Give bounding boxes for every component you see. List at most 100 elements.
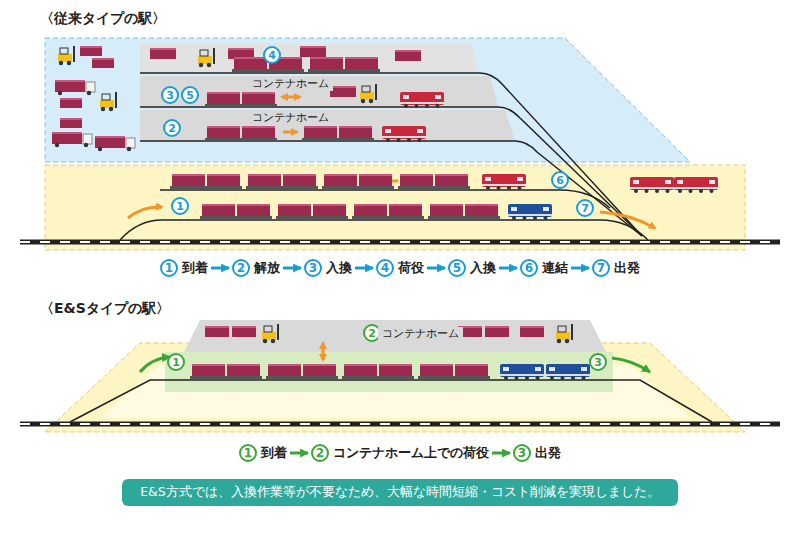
container-stripe <box>227 364 260 366</box>
wheel <box>544 216 548 220</box>
step-number: 3 <box>304 259 322 277</box>
container <box>465 204 498 216</box>
container <box>313 204 346 216</box>
flat-car <box>302 138 374 141</box>
process-step: 7出発 <box>592 259 640 277</box>
wheel <box>507 186 511 190</box>
container <box>248 174 281 186</box>
container <box>395 50 421 61</box>
container-stripe <box>455 364 488 366</box>
flat-car <box>170 186 242 189</box>
truck-cab <box>126 138 135 148</box>
container <box>207 174 240 186</box>
container-stripe <box>228 48 254 50</box>
wheel <box>699 189 703 193</box>
locomotive-stripe <box>500 374 544 376</box>
container <box>283 174 316 186</box>
container <box>92 58 114 68</box>
storage-platform <box>140 44 478 73</box>
step-label: 出発 <box>614 259 640 277</box>
flat-car <box>418 376 490 379</box>
wheel <box>55 143 59 147</box>
locomotive-stripe <box>674 187 718 189</box>
flow-arrow <box>355 267 373 270</box>
flat-car <box>322 186 394 189</box>
forklift-cage <box>558 326 566 332</box>
locomotive <box>482 174 526 187</box>
container <box>310 57 343 69</box>
flat-car <box>276 216 348 219</box>
forklift-cage <box>102 94 110 100</box>
locomotive-window <box>403 95 409 99</box>
container <box>234 57 267 69</box>
flat-car <box>205 104 277 107</box>
container-stripe <box>310 57 343 59</box>
container-stripe <box>345 57 378 59</box>
container-stripe <box>283 174 316 176</box>
callout-number: 6 <box>551 171 569 189</box>
flat-car <box>308 69 380 72</box>
container-stripe <box>339 126 372 128</box>
process-step: 2解放 <box>232 259 280 277</box>
container <box>150 48 176 59</box>
locomotive-stripe <box>546 374 590 376</box>
container-stripe <box>95 136 125 138</box>
container-stripe <box>192 364 225 366</box>
container-stripe <box>60 118 82 120</box>
container-stripe <box>55 80 85 82</box>
wheel <box>199 63 203 67</box>
container-platform: コンテナホーム <box>248 77 333 91</box>
container-stripe <box>207 126 240 128</box>
step-number: 3 <box>513 444 531 462</box>
container-stripe <box>400 174 433 176</box>
container-stripe <box>234 57 267 59</box>
container-stripe <box>248 174 281 176</box>
wheel <box>666 189 670 193</box>
wheel <box>361 99 365 103</box>
forklift-mast <box>73 46 75 62</box>
container <box>330 86 356 97</box>
container-stripe <box>430 204 463 206</box>
step-number: 1 <box>239 444 257 462</box>
container <box>304 126 337 138</box>
container-stripe <box>268 364 301 366</box>
container <box>389 204 422 216</box>
main-line <box>20 240 780 245</box>
wheel <box>101 107 105 111</box>
container <box>80 46 102 56</box>
wheel <box>710 189 714 193</box>
flow-arrow <box>600 212 655 228</box>
container <box>339 126 372 138</box>
container <box>172 174 205 186</box>
process-step: 4荷役 <box>376 259 424 277</box>
callout-number: 1 <box>171 197 189 215</box>
wheel <box>369 99 373 103</box>
platform-label: コンテナホーム <box>252 77 329 91</box>
section-heading: 〈従来タイプの駅〉 <box>40 10 166 28</box>
container-stripe <box>465 204 498 206</box>
container <box>242 92 275 104</box>
wheel <box>645 189 649 193</box>
container-stripe <box>242 92 275 94</box>
step-number: 1 <box>160 259 178 277</box>
wheel <box>565 339 569 343</box>
wheel <box>486 186 490 190</box>
container <box>300 46 326 57</box>
locomotive-window <box>511 207 517 211</box>
step-label: 入換 <box>326 259 352 277</box>
flat-car <box>246 186 318 189</box>
wheel <box>582 376 586 380</box>
locomotive-stripe <box>482 184 526 186</box>
container <box>379 364 412 376</box>
flow-arrow <box>290 452 308 455</box>
callout-number: 3 <box>161 86 179 104</box>
container <box>455 364 488 376</box>
forklift-mast <box>277 324 279 340</box>
main-line <box>20 241 780 243</box>
wheel <box>561 376 565 380</box>
process-step: 2コンテナホーム上での荷役 <box>311 444 489 462</box>
locomotive <box>674 177 718 190</box>
wheel <box>407 138 411 142</box>
container-stripe <box>395 50 421 52</box>
locomotive-window <box>581 367 587 371</box>
